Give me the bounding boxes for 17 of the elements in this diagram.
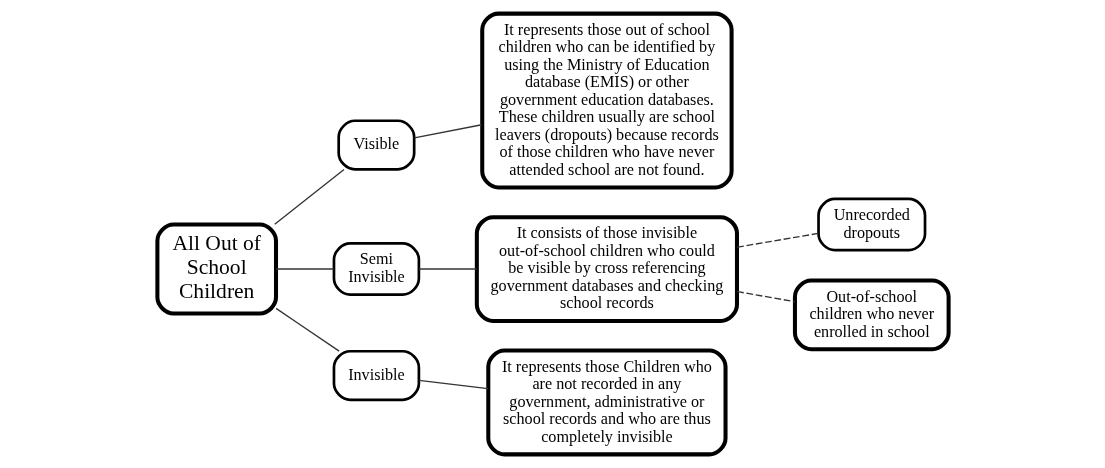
connector bbox=[417, 268, 477, 270]
node-box: It represents those Children who are not recorded in any government, administrative or school records and who are thus completely invisible bbox=[485, 348, 728, 457]
connector bbox=[274, 268, 335, 270]
node-box: Semi Invisible bbox=[332, 242, 420, 296]
connector bbox=[417, 379, 489, 390]
connector bbox=[735, 232, 819, 248]
node-box: All Out of School Children bbox=[154, 222, 278, 316]
connector bbox=[735, 290, 796, 303]
connector bbox=[274, 307, 340, 352]
node-box: It represents those out of school children who can be identified by using the Ministry of Education database (EMIS) or other government education databases. These children usually are school leavers (dropouts) because records of those children who have never attended school are not found. bbox=[479, 11, 734, 190]
connector bbox=[273, 168, 345, 225]
connector bbox=[413, 124, 482, 139]
node-box: Out-of-school children who never enrolled in school bbox=[792, 278, 951, 352]
node-box: Unrecorded dropouts bbox=[816, 197, 926, 252]
node-box: It consists of those invisible out-of-school children who could be visible by cross referencing government databases and checking school records bbox=[474, 215, 739, 323]
node-box: Invisible bbox=[332, 349, 420, 402]
node-box: Visible bbox=[336, 119, 416, 171]
